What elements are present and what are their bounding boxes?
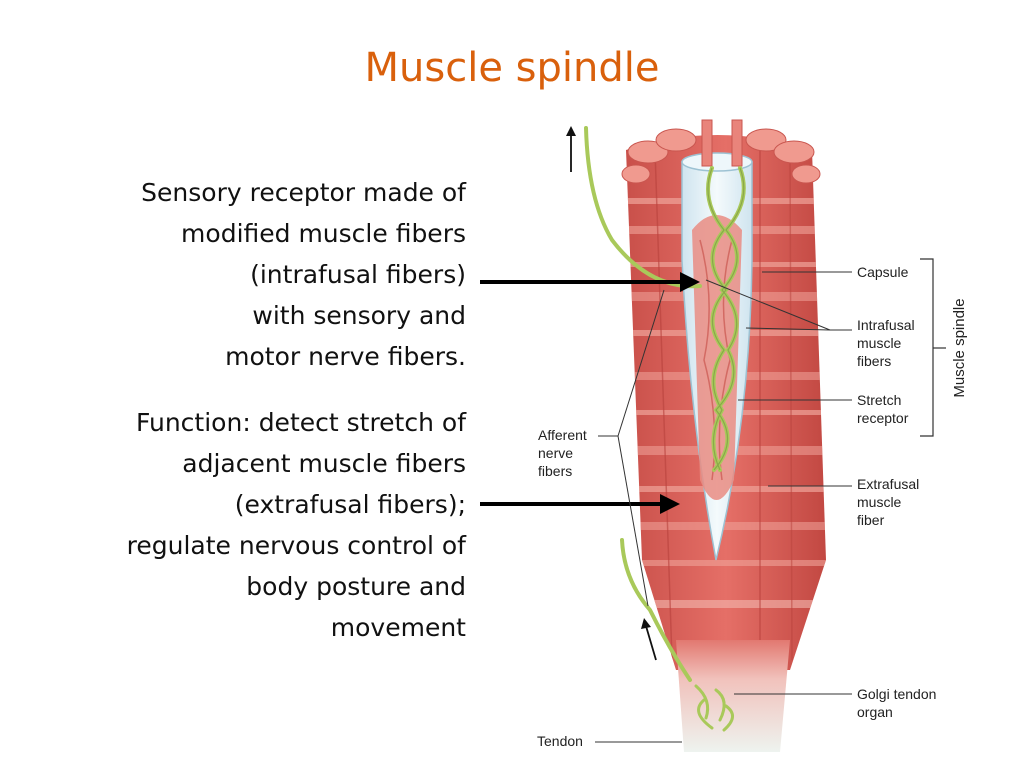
- description-line: modified muscle fibers: [181, 219, 466, 248]
- label-tendon: Tendon: [537, 733, 583, 749]
- description-line: (intrafusal fibers): [250, 260, 466, 289]
- label-afferent: fibers: [538, 463, 572, 479]
- leader-lines: [595, 271, 852, 743]
- label-extrafusal: Extrafusal: [857, 476, 919, 492]
- function-line: body posture and: [246, 572, 466, 601]
- fiber-ends: [621, 128, 821, 184]
- label-extrafusal: fiber: [857, 512, 885, 528]
- label-intrafusal: Intrafusal: [857, 317, 915, 333]
- pointer-arrow-extrafusal: [480, 494, 680, 514]
- description-line: Sensory receptor made of: [141, 178, 466, 207]
- description-line: with sensory and: [252, 301, 466, 330]
- function-block: Function: detect stretch of adjacent mus…: [127, 402, 466, 648]
- label-capsule: Capsule: [857, 264, 909, 280]
- muscle-spindle-bracket: [920, 258, 934, 437]
- label-afferent: Afferent: [538, 427, 587, 443]
- direction-arrow-icon: [566, 126, 576, 172]
- label-golgi-tendon-organ: organ: [857, 704, 893, 720]
- function-line: regulate nervous control of: [126, 531, 466, 560]
- label-afferent: nerve: [538, 445, 573, 461]
- pointer-arrow-intrafusal: [480, 272, 700, 292]
- label-intrafusal: muscle: [857, 335, 902, 351]
- label-muscle-spindle: Muscle spindle: [951, 298, 968, 397]
- description-block: Sensory receptor made of modified muscle…: [141, 172, 466, 377]
- function-line: movement: [330, 613, 466, 642]
- tendon-shape: [676, 640, 790, 752]
- slide-title: Muscle spindle: [364, 45, 660, 91]
- label-extrafusal: muscle: [857, 494, 902, 510]
- label-stretch-receptor: receptor: [857, 410, 909, 426]
- description-line: motor nerve fibers.: [225, 342, 466, 371]
- spindle-capsule: [681, 119, 753, 561]
- nerve-branches: [707, 167, 745, 471]
- function-line: Function: detect stretch of: [135, 408, 466, 437]
- label-golgi-tendon-organ: Golgi tendon: [857, 686, 936, 702]
- label-stretch-receptor: Stretch: [857, 392, 901, 408]
- direction-arrow-icon: [641, 618, 657, 661]
- function-line: adjacent muscle fibers: [182, 449, 466, 478]
- label-intrafusal: fibers: [857, 353, 891, 369]
- function-line: (extrafusal fibers);: [234, 490, 466, 519]
